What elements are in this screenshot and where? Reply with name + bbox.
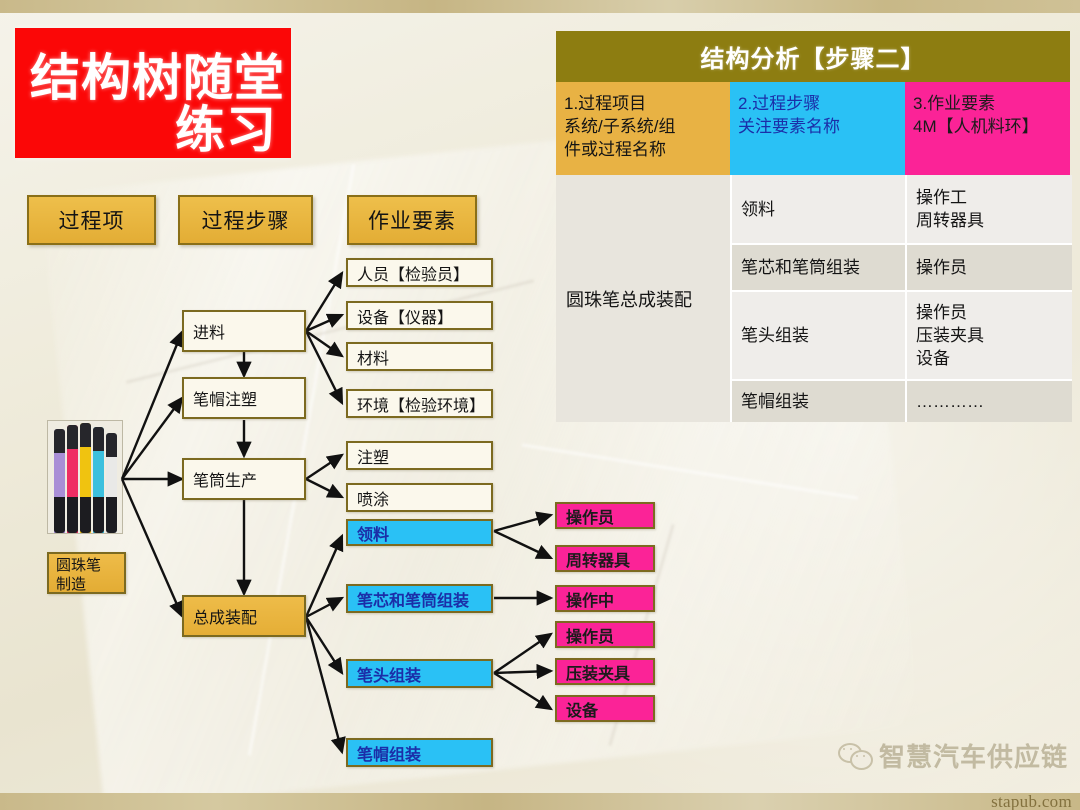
table-cell-step: 笔帽组装 xyxy=(732,381,907,422)
slide-title-line2: 练习 xyxy=(175,101,277,159)
table-header-row: 1.过程项目 系统/子系统/组 件或过程名称 2.过程步骤 关注要素名称 3.作… xyxy=(556,82,1070,175)
column-header-process-step: 过程步骤 xyxy=(178,195,313,245)
wechat-icon xyxy=(837,742,873,770)
table-cell-factors: 操作员 xyxy=(907,245,1072,290)
table-cell-factors: 操作员 压装夹具 设备 xyxy=(907,292,1072,379)
table-cell-step: 领料 xyxy=(732,175,907,243)
table-row: 领料 操作工 周转器具 xyxy=(732,175,1072,245)
table-cell-process-item: 圆珠笔总成装配 xyxy=(556,175,730,422)
factor-line: 压装夹具 xyxy=(916,326,984,345)
table-rows: 领料 操作工 周转器具 笔芯和笔筒组装 操作员 笔头组装 操作员 xyxy=(732,175,1072,422)
factor-line: 操作工 xyxy=(916,188,967,207)
table-title: 结构分析【步骤二】 xyxy=(556,31,1070,82)
tree-node-element-0[interactable]: 人员【检验员】 xyxy=(346,258,493,287)
tree-node-process-step-3[interactable]: 总成装配 xyxy=(182,595,306,637)
tree-node-factor-4[interactable]: 压装夹具 xyxy=(555,658,655,685)
table-cell-factors: 操作工 周转器具 xyxy=(907,175,1072,243)
table-header-col1-line1: 1.过程项目 xyxy=(564,94,647,113)
tree-node-factor-1[interactable]: 周转器具 xyxy=(555,545,655,572)
tree-node-element-9[interactable]: 笔帽组装 xyxy=(346,738,493,767)
table-row: 笔芯和笔筒组装 操作员 xyxy=(732,245,1072,292)
footer-site-label: stapub.com xyxy=(991,792,1072,810)
table-cell-step: 笔头组装 xyxy=(732,292,907,379)
table-header-col1: 1.过程项目 系统/子系统/组 件或过程名称 xyxy=(556,82,730,175)
table-header-col3: 3.作业要素 4M【人机料环】 xyxy=(905,82,1070,175)
factor-line: 操作员 xyxy=(916,258,967,277)
column-header-process-item: 过程项 xyxy=(27,195,156,245)
slide-title-line1: 结构树随堂 xyxy=(30,49,285,107)
tree-node-factor-5[interactable]: 设备 xyxy=(555,695,655,722)
factor-line: ………… xyxy=(916,392,984,411)
tree-node-process-step-1[interactable]: 笔帽注塑 xyxy=(182,377,306,419)
column-header-work-element: 作业要素 xyxy=(347,195,477,245)
tree-node-factor-3[interactable]: 操作员 xyxy=(555,621,655,648)
tree-node-factor-0[interactable]: 操作员 xyxy=(555,502,655,529)
tree-node-element-7[interactable]: 笔芯和笔筒组装 xyxy=(346,584,493,613)
table-header-col1-line2: 系统/子系统/组 xyxy=(564,117,676,136)
tree-node-element-5[interactable]: 喷涂 xyxy=(346,483,493,512)
table-header-col2-line1: 2.过程步骤 xyxy=(738,94,821,113)
table-header-col2-line2: 关注要素名称 xyxy=(738,117,840,136)
tree-node-process-step-0[interactable]: 进料 xyxy=(182,310,306,352)
top-band xyxy=(0,0,1080,13)
structure-analysis-table: 结构分析【步骤二】 1.过程项目 系统/子系统/组 件或过程名称 2.过程步骤 … xyxy=(556,31,1072,422)
slide-title-block: 结构树随堂 练习 xyxy=(15,28,291,159)
tree-node-factor-2[interactable]: 操作中 xyxy=(555,585,655,612)
table-body: 圆珠笔总成装配 领料 操作工 周转器具 笔芯和笔筒组装 操作员 xyxy=(556,175,1072,422)
tree-node-element-8[interactable]: 笔头组装 xyxy=(346,659,493,688)
table-header-col3-line2: 4M【人机料环】 xyxy=(913,117,1039,136)
table-cell-step: 笔芯和笔筒组装 xyxy=(732,245,907,290)
ballpoint-pens-image xyxy=(47,420,123,534)
table-cell-factors: ………… xyxy=(907,381,1072,422)
tree-node-element-3[interactable]: 环境【检验环境】 xyxy=(346,389,493,418)
tree-node-element-1[interactable]: 设备【仪器】 xyxy=(346,301,493,330)
tree-node-process-step-2[interactable]: 笔筒生产 xyxy=(182,458,306,500)
table-row: 笔帽组装 ………… xyxy=(732,381,1072,422)
source-node-label: 圆珠笔 制造 xyxy=(47,552,126,594)
table-header-col1-line3: 件或过程名称 xyxy=(564,140,666,159)
bottom-band xyxy=(0,793,1080,810)
factor-line: 设备 xyxy=(916,349,950,368)
factor-line: 操作员 xyxy=(916,303,967,322)
table-cell-process-item-wrap: 圆珠笔总成装配 xyxy=(556,175,732,422)
table-header-col3-line1: 3.作业要素 xyxy=(913,94,996,113)
watermark: 智慧汽车供应链 xyxy=(837,737,1068,774)
table-row: 笔头组装 操作员 压装夹具 设备 xyxy=(732,292,1072,381)
table-header-col2: 2.过程步骤 关注要素名称 xyxy=(730,82,905,175)
tree-node-element-2[interactable]: 材料 xyxy=(346,342,493,371)
source-node-label-line2: 制造 xyxy=(56,576,87,593)
tree-node-element-4[interactable]: 注塑 xyxy=(346,441,493,470)
tree-node-element-6[interactable]: 领料 xyxy=(346,519,493,546)
source-node-label-line1: 圆珠笔 xyxy=(56,557,102,574)
watermark-text: 智慧汽车供应链 xyxy=(878,742,1068,772)
factor-line: 周转器具 xyxy=(916,211,984,230)
